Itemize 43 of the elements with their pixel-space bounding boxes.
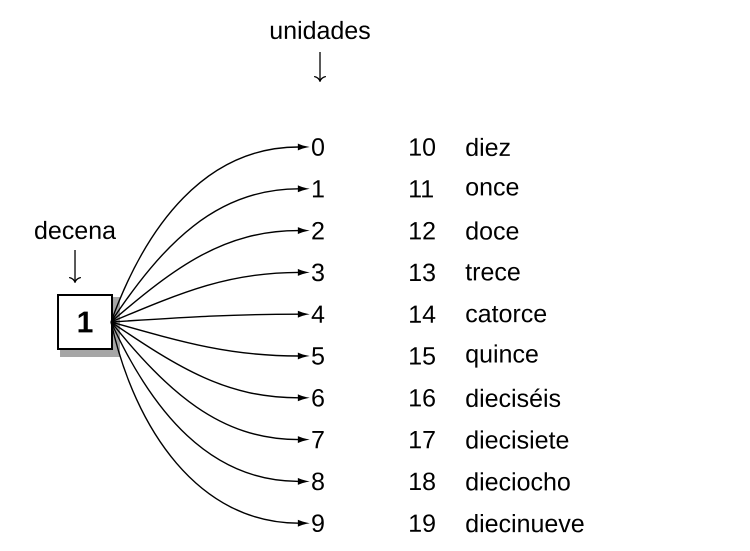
number-word: diecisiete	[466, 430, 568, 449]
digit: 6	[312, 388, 324, 407]
number: 14	[410, 306, 436, 323]
number: 16	[410, 388, 435, 407]
arrow	[110, 321, 307, 401]
arrow	[110, 322, 307, 484]
number-word: dieciséis	[466, 388, 560, 408]
number-word: diez	[466, 138, 510, 156]
label: unidades	[270, 20, 370, 40]
number: 12	[410, 222, 435, 240]
arrow	[110, 321, 307, 360]
digit: 1	[312, 180, 324, 198]
number: 17	[410, 431, 435, 448]
arrow	[110, 269, 307, 323]
number: 13	[410, 264, 435, 282]
digit: 7	[312, 431, 324, 448]
digit: 2	[312, 222, 324, 240]
number-word: doce	[466, 221, 518, 240]
digit: 5	[312, 347, 324, 365]
arrow	[110, 186, 307, 322]
number-word: dieciocho	[466, 472, 570, 491]
number-word: trece	[466, 264, 520, 281]
digit: 3	[312, 264, 324, 282]
number-word: catorce	[466, 306, 546, 322]
number: 11	[410, 180, 433, 198]
digit-box: 1	[57, 294, 120, 357]
label: decena	[35, 220, 116, 240]
digit: 8	[312, 472, 324, 490]
arrow	[110, 311, 307, 323]
digit: 9	[312, 514, 324, 532]
number-word: quince	[466, 344, 538, 368]
number-word: diecinueve	[466, 514, 584, 532]
arrow	[110, 144, 307, 322]
arrow	[110, 322, 307, 526]
number: 15	[410, 347, 435, 365]
number-word: once	[466, 182, 518, 196]
number: 18	[410, 472, 435, 490]
digit: 4	[312, 306, 324, 323]
number: 19	[410, 514, 435, 532]
number: 10	[410, 138, 436, 156]
arrow	[110, 227, 307, 323]
arrow	[110, 322, 307, 443]
digit: 0	[312, 138, 324, 156]
